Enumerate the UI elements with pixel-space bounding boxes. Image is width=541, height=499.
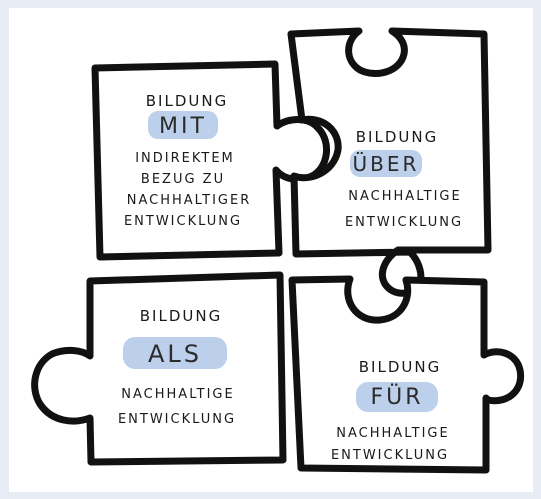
keyword-mit: MIT: [159, 114, 207, 139]
highlight-als: [123, 337, 227, 369]
line-top-left-1: INDIREKTEM: [135, 151, 235, 166]
highlight-mit: [148, 111, 218, 139]
puzzle-piece-bottom-right: [288, 275, 525, 474]
highlight-fuer: [356, 382, 438, 412]
line-top-left-2: BEZUG ZU: [141, 172, 225, 187]
line-bottom-left-2: ENTWICKLUNG: [118, 412, 236, 427]
title-top-right: BILDUNG: [356, 128, 438, 146]
title-bottom-right: BILDUNG: [359, 358, 441, 376]
line-top-right-1: NACHHALTIGE: [348, 189, 461, 204]
title-bottom-left: BILDUNG: [140, 307, 222, 325]
line-top-left-3: NACHHALTIGER: [127, 193, 251, 208]
keyword-als: ALS: [148, 340, 202, 368]
line-bottom-left-1: NACHHALTIGE: [121, 387, 234, 402]
keyword-ueber: ÜBER: [353, 152, 420, 176]
line-top-right-2: ENTWICKLUNG: [345, 215, 463, 230]
line-bottom-right-1: NACHHALTIGE: [336, 426, 449, 441]
line-bottom-right-2: ENTWICKLUNG: [331, 448, 449, 463]
title-top-left: BILDUNG: [146, 92, 228, 110]
keyword-fuer: FÜR: [370, 384, 423, 410]
line-top-left-4: ENTWICKLUNG: [124, 214, 242, 229]
highlight-ueber: [350, 150, 422, 177]
puzzle-piece-top-left: [91, 60, 330, 261]
